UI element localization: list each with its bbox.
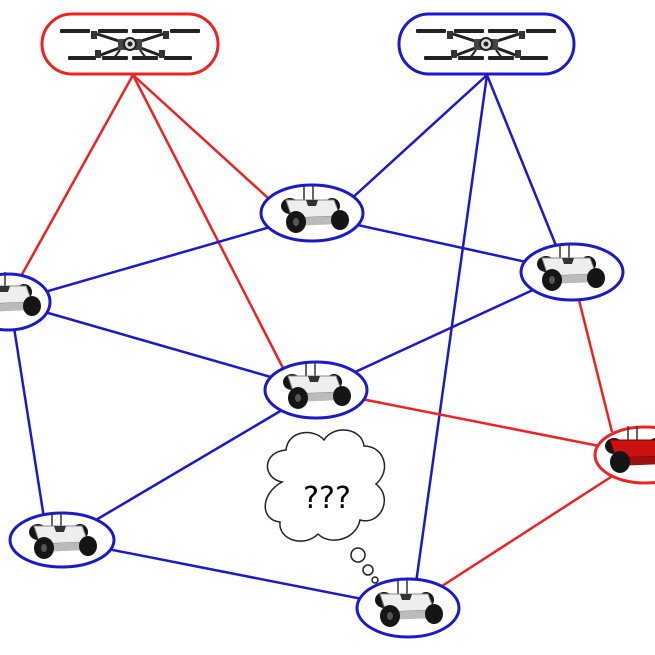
link-uav1-top — [132, 74, 269, 199]
node-ugv-left — [0, 271, 52, 332]
link-left-center — [9, 300, 317, 392]
node-ugv-lower-left — [8, 511, 116, 569]
link-lowerleft-bottom — [61, 538, 409, 610]
node-ugv-right — [519, 242, 625, 302]
node-uav-2 — [397, 12, 576, 76]
link-uav1-left — [18, 74, 135, 279]
thought-bubble: ??? — [264, 429, 386, 584]
link-uav2-bottom — [414, 74, 489, 584]
thought-cloud — [264, 429, 386, 542]
node-ugv-center — [263, 360, 369, 420]
link-top-left — [9, 213, 313, 304]
node-ugv-faulty — [593, 425, 655, 485]
node-ugv-top — [259, 183, 365, 243]
thought-bubble-text: ??? — [303, 481, 351, 516]
link-center-lowerleft — [61, 388, 317, 542]
node-uav-1 — [40, 12, 220, 76]
link-uav2-right — [485, 74, 559, 249]
thought-dot-large — [350, 547, 366, 563]
link-right-center — [315, 270, 573, 392]
thought-dot-small — [371, 576, 379, 584]
link-center-faulty — [315, 388, 646, 457]
link-left-lowerleft — [8, 301, 46, 519]
link-uav2-top — [349, 74, 488, 201]
node-ugv-bottom — [355, 577, 461, 639]
thought-dot-medium — [362, 564, 374, 576]
link-uav1-center — [131, 74, 285, 369]
link-faulty-bottom — [407, 453, 646, 610]
